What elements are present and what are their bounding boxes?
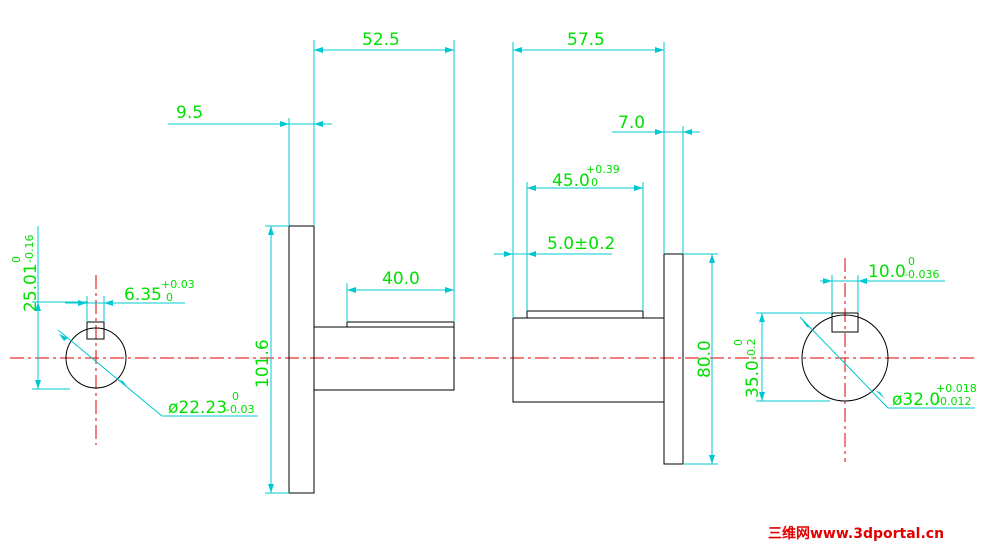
dim-left-key-height-value: 25.01 (21, 263, 41, 312)
right-hub (512, 317, 665, 403)
dim-right-key-width-tol-lower: -0.036 (904, 268, 939, 281)
dimension-lines (32, 40, 975, 494)
dim-left-key-width-tol-lower: 0 (166, 291, 173, 304)
dim-right-key-height-tol-upper: 0 (732, 339, 745, 346)
left-flange (288, 225, 315, 494)
dim-right-overall-length: 57.5 (567, 30, 605, 50)
dim-right-bore-dia-tol-upper: +0.018 (936, 382, 977, 395)
dim-right-keyway-length-value: 45.0 (552, 171, 590, 191)
dim-right-bore-dia-value: ø32.0 (892, 390, 940, 410)
part-outlines (65, 225, 889, 494)
dim-left-key-width-tol-upper: +0.03 (161, 278, 195, 291)
dim-right-key-width-value: 10.0 (868, 262, 906, 282)
dim-right-keyway-length-tol-lower: 0 (591, 176, 598, 189)
dim-right-keyway-offset: 5.0±0.2 (547, 234, 615, 254)
dimension-arrowheads (35, 47, 885, 493)
right-key (831, 312, 859, 333)
dim-right-key-height-tol-lower: -0.2 (745, 339, 758, 360)
left-bore-circle (65, 327, 127, 389)
dim-left-key-height-tol-lower: -0.16 (23, 235, 36, 263)
dim-left-bore-dia-value: ø22.23 (168, 398, 227, 418)
left-key (86, 321, 105, 340)
dim-right-flange-thickness: 7.0 (618, 113, 645, 133)
left-keyway (346, 321, 455, 328)
dim-left-key-height: 25.01 0 -0.16 (10, 235, 41, 312)
dim-left-keyway-length: 40.0 (382, 269, 420, 289)
watermark: 三维网www.3dportal.cn (768, 525, 944, 542)
dim-left-bore-dia-tol-lower: -0.03 (226, 403, 254, 416)
dim-left-key-height-tol-upper: 0 (10, 256, 23, 263)
right-bore-circle (801, 314, 889, 402)
dim-left-flange-dia: 101.6 (253, 339, 273, 388)
dim-left-key-width-value: 6.35 (124, 285, 162, 305)
right-flange (663, 253, 684, 465)
dim-left-bore-dia-tol-upper: 0 (232, 390, 239, 403)
dim-left-overall-length: 52.5 (362, 30, 400, 50)
right-keyway (526, 310, 644, 319)
dim-left-flange-thickness: 9.5 (176, 103, 203, 123)
dim-right-flange-dia: 80.0 (695, 340, 715, 378)
dim-right-key-height-value: 35.0 (743, 360, 763, 398)
dim-right-bore-dia-tol-lower: -0.012 (936, 395, 971, 408)
dim-right-key-height: 35.0 0 -0.2 (732, 339, 763, 398)
dim-right-keyway-length-tol-upper: +0.39 (586, 163, 620, 176)
dim-right-key-width-tol-upper: 0 (908, 255, 915, 268)
